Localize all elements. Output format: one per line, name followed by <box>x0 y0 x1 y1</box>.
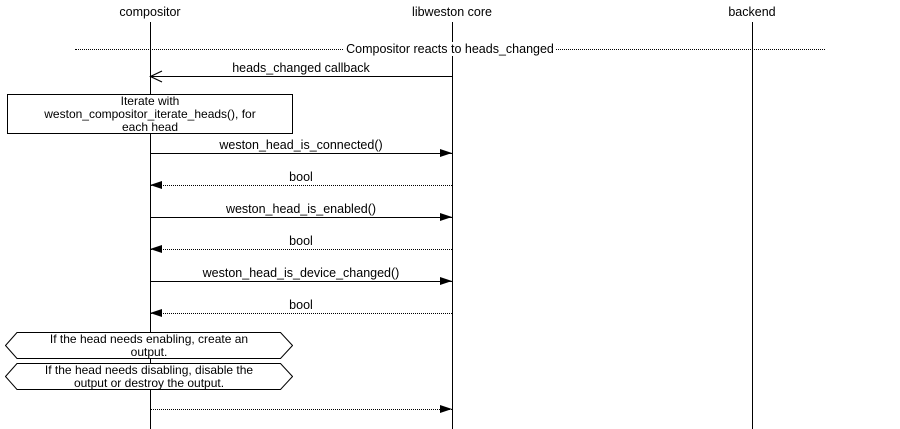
note-line: Iterate with <box>120 94 180 108</box>
message-label-bool: bool <box>289 170 313 184</box>
filled-arrowhead-right-icon <box>440 149 452 157</box>
message-line <box>150 153 452 154</box>
filled-arrowhead-left-icon <box>150 245 162 253</box>
message-line <box>150 185 452 186</box>
divider: Compositor reacts to heads_changed <box>75 42 825 56</box>
filled-arrowhead-right-icon <box>440 277 452 285</box>
note-line: each head <box>121 120 179 134</box>
open-arrowhead-left-icon <box>149 70 163 83</box>
filled-arrowhead-left-icon <box>150 181 162 189</box>
message-label-head-is-enabled: weston_head_is_enabled() <box>225 202 377 216</box>
condition-line: output. <box>130 344 168 359</box>
actor-label-compositor: compositor <box>119 5 181 19</box>
filled-arrowhead-right-icon <box>440 405 452 413</box>
hexagon-outline <box>5 363 293 390</box>
message-line <box>150 409 452 410</box>
message-line <box>150 76 452 77</box>
condition-disabling: If the head needs disabling, disable the… <box>5 363 293 390</box>
lifeline-backend <box>752 22 753 429</box>
message-label-heads-changed-callback: heads_changed callback <box>232 61 370 75</box>
note-line: weston_compositor_iterate_heads(), for <box>44 107 256 121</box>
divider-label: Compositor reacts to heads_changed <box>344 42 556 56</box>
message-line <box>150 281 452 282</box>
condition-line: If the head needs disabling, disable the <box>44 363 254 377</box>
lifeline-compositor <box>150 22 151 429</box>
message-label-bool: bool <box>289 298 313 312</box>
hexagon-outline <box>5 332 293 359</box>
message-label-bool: bool <box>289 234 313 248</box>
actor-label-libweston-core: libweston core <box>412 5 492 19</box>
condition-enabling: If the head needs enabling, create an ou… <box>5 332 293 359</box>
message-line <box>150 249 452 250</box>
message-label-head-is-connected: weston_head_is_connected() <box>219 138 383 152</box>
note-iterate-heads: Iterate with weston_compositor_iterate_h… <box>7 94 293 134</box>
lifeline-libweston-core <box>452 22 453 429</box>
filled-arrowhead-left-icon <box>150 309 162 317</box>
message-line <box>150 313 452 314</box>
filled-arrowhead-right-icon <box>440 213 452 221</box>
condition-line: If the head needs enabling, create an <box>49 332 249 346</box>
message-line <box>150 217 452 218</box>
actor-label-backend: backend <box>728 5 776 19</box>
message-label-head-is-device-changed: weston_head_is_device_changed() <box>202 266 400 280</box>
condition-line: output or destroy the output. <box>73 375 225 390</box>
